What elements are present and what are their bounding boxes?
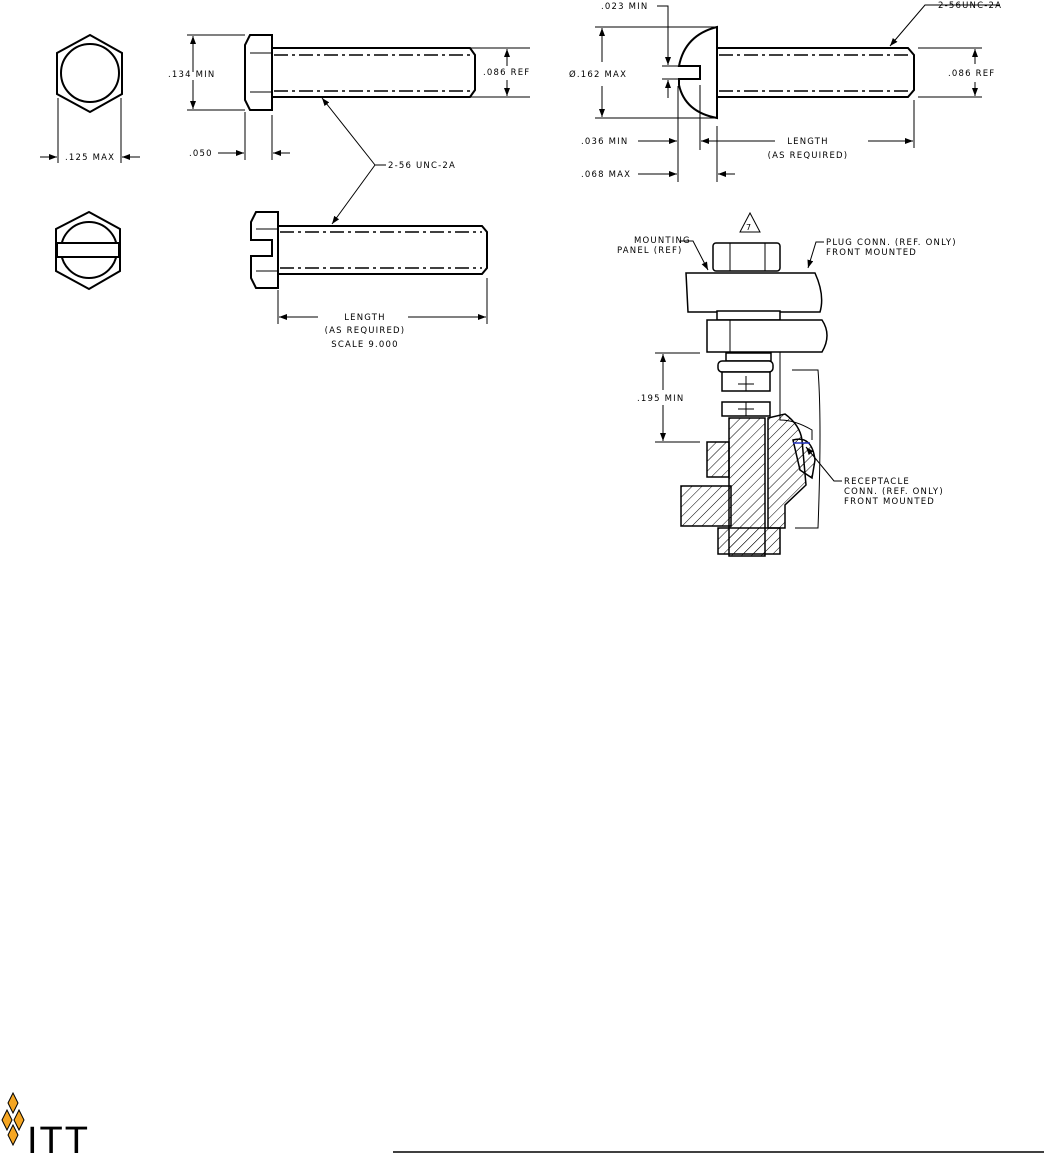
panel-label-1: MOUNTING xyxy=(634,236,691,246)
major-dia-dim: .086 REF xyxy=(483,68,530,78)
receptacle-label-3: FRONT MOUNTED xyxy=(844,497,935,507)
plug-label-1: PLUG CONN. (REF. ONLY) xyxy=(826,238,957,248)
note-flag: 7 xyxy=(746,223,752,232)
length-label: LENGTH xyxy=(787,137,829,147)
head-height-dim: .068 MAX xyxy=(581,170,631,180)
plug-label-2: FRONT MOUNTED xyxy=(826,248,917,258)
itt-logo-mark xyxy=(1,1091,25,1147)
itt-logo: ITT xyxy=(1,1091,90,1162)
head-height-dim: .134 MIN xyxy=(168,70,215,80)
assembly-section-view: 7 .195 MIN MOUNTING PANEL (REF) PLUG CON… xyxy=(617,211,957,557)
thread-callout: 2-56UNC-2A xyxy=(938,1,1002,11)
slotted-hex-bolt-side-view: LENGTH (AS REQUIRED) SCALE 9.000 xyxy=(250,211,488,350)
length-note: (AS REQUIRED) xyxy=(325,326,406,336)
length-label: LENGTH xyxy=(344,313,386,323)
panel-label-2: PANEL (REF) xyxy=(617,246,683,256)
hex-bolt-side-view: .134 MIN .086 REF .050 2-56 UNC-2A xyxy=(168,34,530,225)
across-flats-dim: .125 MAX xyxy=(65,153,115,163)
head-thickness-dim: .050 xyxy=(189,149,213,159)
thread-callout: 2-56 UNC-2A xyxy=(388,161,456,171)
itt-logo-text: ITT xyxy=(27,1120,90,1162)
major-dia-dim: .086 REF xyxy=(948,69,995,79)
length-note: (AS REQUIRED) xyxy=(768,151,849,161)
hex-head-end-view: .125 MAX xyxy=(40,33,140,163)
head-dia-dim: Ø.162 MAX xyxy=(569,69,627,80)
slot-depth-dim: .036 MIN xyxy=(581,137,628,147)
slot-width-dim: .023 MIN xyxy=(601,2,648,12)
scale-label: SCALE 9.000 xyxy=(331,340,399,350)
receptacle-label-2: CONN. (REF. ONLY) xyxy=(844,487,944,497)
pan-head-screw-side-view: Ø.162 MAX .023 MIN .036 MIN LENGTH (AS R… xyxy=(569,1,1002,182)
slotted-hex-end-view xyxy=(55,210,121,291)
clearance-dim: .195 MIN xyxy=(637,394,684,404)
receptacle-label-1: RECEPTACLE xyxy=(844,477,910,487)
